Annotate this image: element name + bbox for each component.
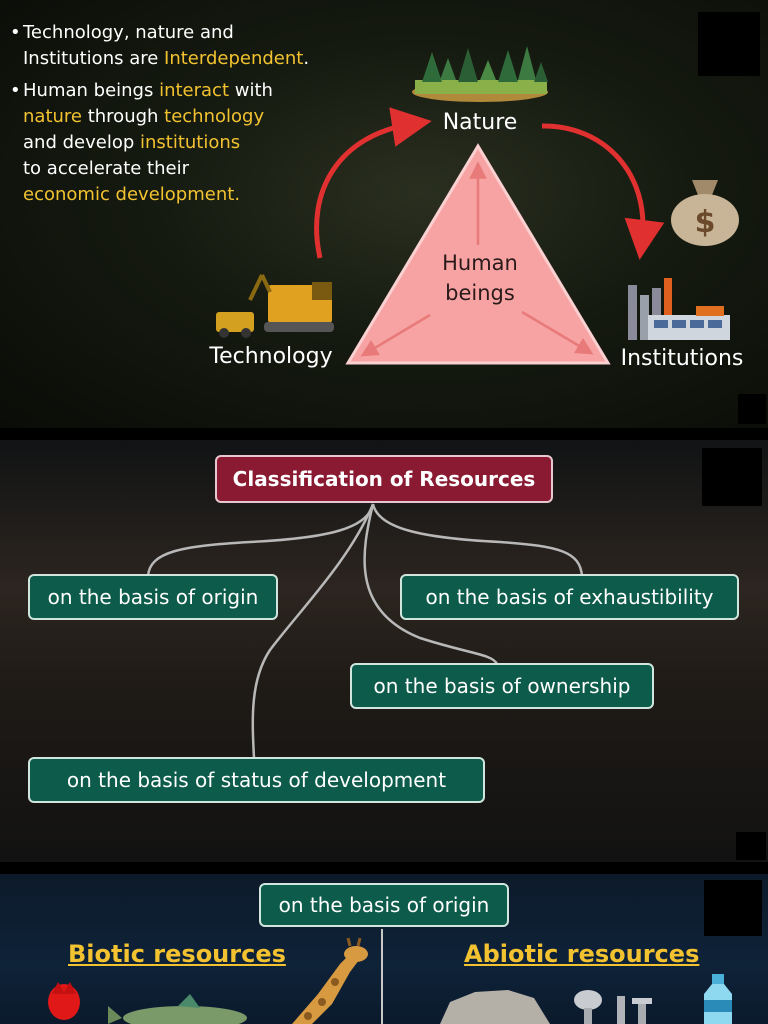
node-basis-of-exhaustibility: on the basis of exhaustibility	[400, 574, 739, 620]
biotic-resources-title: Biotic resources	[68, 940, 286, 968]
highlight-interdependent: Interdependent	[164, 48, 304, 69]
highlight-economic-development: economic development	[23, 184, 235, 205]
bullet-human-beings: Human beings interact with nature throug…	[10, 78, 340, 208]
origin-diagram	[48, 929, 732, 1024]
human-beings-line1: Human	[442, 251, 518, 275]
interdependence-panel: Technology, nature and Institutions are …	[0, 0, 768, 428]
svg-text:$: $	[695, 205, 716, 240]
human-beings-triangle	[345, 143, 611, 365]
corner-overlay	[702, 448, 762, 506]
bullet-interdependent: Technology, nature and Institutions are …	[10, 20, 340, 72]
bullet-text: through	[81, 106, 165, 127]
abiotic-resources-title: Abiotic resources	[464, 940, 700, 968]
highlight-institutions: institutions	[139, 132, 241, 153]
bullet-text: and develop	[23, 132, 140, 153]
highlight-interact: interact	[159, 80, 230, 101]
label-nature: Nature	[442, 110, 518, 135]
bullet-text: Human beings	[23, 80, 160, 101]
connector-lines	[146, 503, 584, 759]
label-human-beings: Human beings	[420, 248, 540, 308]
bullet-text: to accelerate their	[23, 158, 189, 179]
water-bottle-icon	[704, 974, 732, 1024]
classification-title: Classification of Resources	[215, 455, 553, 503]
money-bag-icon: $	[671, 180, 739, 246]
corner-overlay	[698, 12, 760, 76]
label-institutions: Institutions	[620, 346, 744, 371]
node-basis-of-status-of-development: on the basis of status of development	[28, 757, 485, 803]
highlight-nature: nature	[23, 106, 82, 127]
arrow-to-technology	[360, 313, 431, 357]
node-basis-of-ownership: on the basis of ownership	[350, 663, 654, 709]
factory-icon	[628, 278, 730, 340]
interdependence-diagram: $	[216, 46, 739, 365]
origin-panel: on the basis of origin Biotic resources …	[0, 874, 768, 1024]
bullet-text: Technology, nature and Institutions are	[23, 22, 234, 69]
human-beings-line2: beings	[445, 281, 515, 305]
arrow-to-institutions	[521, 310, 594, 355]
arrow-nature-to-institutions	[541, 123, 665, 260]
corner-overlay	[736, 832, 766, 860]
bullet-text: .	[234, 184, 241, 205]
bullet-text: with	[229, 80, 273, 101]
forest-icon	[412, 46, 548, 102]
bullet-text: .	[303, 48, 310, 69]
flower-icon	[48, 982, 80, 1020]
excavator-icon	[216, 274, 334, 338]
giraffe-icon	[292, 937, 368, 1024]
corner-overlay	[704, 880, 762, 936]
node-basis-of-origin: on the basis of origin	[28, 574, 278, 620]
bullet-list: Technology, nature and Institutions are …	[10, 20, 340, 214]
rock-icon	[440, 990, 550, 1024]
classification-connectors	[146, 503, 584, 759]
origin-heading: on the basis of origin	[259, 883, 509, 927]
arrow-technology-to-nature	[314, 107, 432, 259]
highlight-technology: technology	[164, 106, 265, 127]
classification-panel: Classification of Resources on the basis…	[0, 440, 768, 862]
corner-overlay	[738, 394, 766, 424]
fish-icon	[108, 994, 247, 1024]
label-technology: Technology	[209, 344, 333, 369]
bolts-icon	[574, 990, 652, 1024]
